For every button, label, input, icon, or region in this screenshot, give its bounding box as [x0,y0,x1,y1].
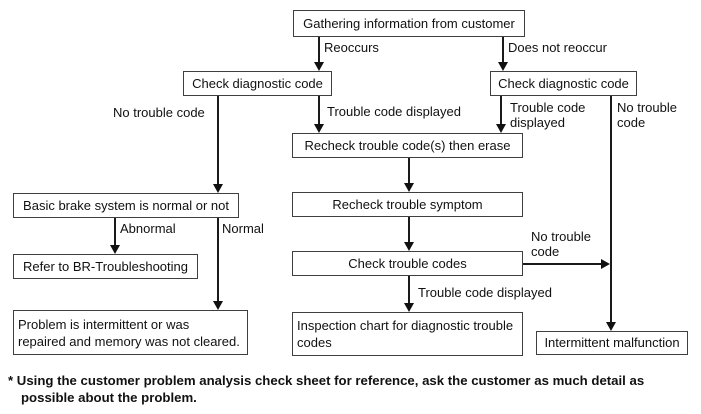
arrowhead-down-icon [213,301,223,310]
edge-checkleft-to-basicbrake [217,96,219,184]
edge-basicbrake-to-referbr [114,218,116,245]
edge-label-normal: Normal [222,221,264,236]
edge-label-no-trouble-code-mid: No trouble code [531,229,591,259]
edge-label-no-trouble-code-left: No trouble code [113,105,205,120]
arrowhead-down-icon [404,303,414,312]
edge-label-reoccurs: Reoccurs [324,40,379,55]
edge-label-no-trouble-code-right: No trouble code [617,100,677,130]
node-gathering-information: Gathering information from customer [293,10,525,37]
arrowhead-down-icon [498,62,508,71]
arrowhead-down-icon [314,124,324,133]
arrowhead-right-icon [601,259,610,269]
node-recheck-trouble-code-erase: Recheck trouble code(s) then erase [292,133,523,158]
edge-checkright-to-recheckerase [500,96,502,124]
arrowhead-down-icon [213,184,223,193]
node-basic-brake-system: Basic brake system is normal or not [13,193,239,218]
node-recheck-trouble-symptom: Recheck trouble symptom [292,192,523,217]
edge-label-trouble-code-displayed-bottom: Trouble code displayed [418,285,552,300]
edge-basicbrake-to-problem [217,218,219,301]
footnote-text: * Using the customer problem analysis ch… [8,373,645,405]
node-check-diagnostic-code-right: Check diagnostic code [490,71,637,96]
node-inspection-chart: Inspection chart for diagnostic trouble … [292,312,523,356]
arrowhead-down-icon [404,183,414,192]
node-check-diagnostic-code-left: Check diagnostic code [183,71,332,96]
edge-label-does-not-reoccur: Does not reoccur [508,40,607,55]
edge-label-trouble-code-displayed-right: Trouble code displayed [510,100,586,130]
edge-checkright-to-intermittent [610,96,612,322]
edge-gathering-to-check-left [318,37,320,62]
arrowhead-down-icon [314,62,324,71]
edge-checkcodes-to-inspection [408,276,410,303]
arrowhead-down-icon [496,124,506,133]
arrowhead-down-icon [606,322,616,331]
node-intermittent-malfunction: Intermittent malfunction [536,331,688,355]
arrowhead-down-icon [110,245,120,254]
node-check-trouble-codes: Check trouble codes [292,251,523,276]
edge-label-trouble-code-displayed-left: Trouble code displayed [327,104,461,119]
node-problem-intermittent: Problem is intermittent or was repaired … [13,310,248,355]
edge-label-abnormal: Abnormal [120,221,176,236]
edge-checkcodes-to-rightline [523,263,601,265]
edge-symptom-to-checkcodes [408,217,410,242]
arrowhead-down-icon [404,242,414,251]
node-refer-br-troubleshooting: Refer to BR-Troubleshooting [13,254,198,279]
edge-checkleft-to-recheckerase [318,96,320,124]
edge-gathering-to-check-right [502,37,504,62]
edge-erase-to-symptom [408,158,410,183]
